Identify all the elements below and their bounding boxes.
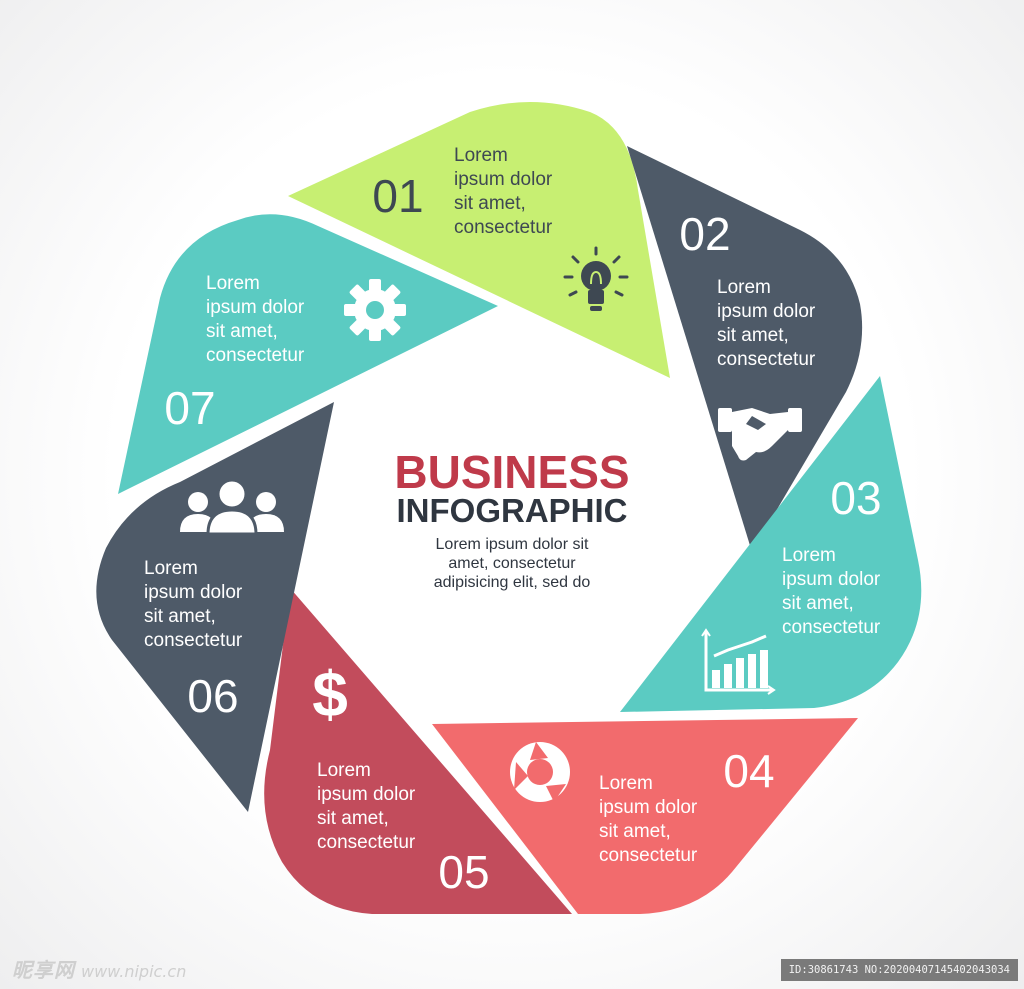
svg-text:Lorem: Lorem [599,773,653,794]
people-icon [180,478,284,536]
svg-text:sit amet,: sit amet, [454,193,526,214]
svg-text:ipsum dolor: ipsum dolor [782,569,881,590]
svg-text:sit amet,: sit amet, [206,321,278,342]
svg-text:consectetur: consectetur [782,617,881,638]
segment-01-text: Lorem ipsum dolor sit amet, consectetur [454,145,553,238]
svg-text:consectetur: consectetur [717,349,816,370]
segment-07-shape [118,214,498,494]
segment-06-number: 06 [187,670,238,722]
svg-text:sit amet,: sit amet, [782,593,854,614]
dollar-icon: $ [312,658,348,730]
svg-text:Lorem: Lorem [206,273,260,294]
segment-04-number: 04 [723,745,774,797]
svg-text:Lorem: Lorem [782,545,836,566]
segment-07-text: Lorem ipsum dolor sit amet, consectetur [206,273,305,366]
segment-03-text: Lorem ipsum dolor sit amet, consectetur [782,545,881,638]
lightbulb-icon [563,246,629,311]
svg-text:sit amet,: sit amet, [144,606,216,627]
segment-02-text: Lorem ipsum dolor sit amet, consectetur [717,277,816,370]
svg-text:ipsum dolor: ipsum dolor [454,169,553,190]
svg-text:ipsum dolor: ipsum dolor [599,797,698,818]
watermark-id-badge: ID:30861743 NO:20200407145402043034 [780,959,1018,981]
bar-chart-icon [701,628,776,695]
segment-05-shape [264,588,572,914]
svg-text:consectetur: consectetur [317,832,416,853]
svg-text:ipsum dolor: ipsum dolor [717,301,816,322]
svg-text:ipsum dolor: ipsum dolor [317,784,416,805]
cycle-arrows-icon [510,742,570,802]
svg-text:Lorem: Lorem [717,277,771,298]
segment-05-text: Lorem ipsum dolor sit amet, consectetur [317,760,416,853]
segment-02-number: 02 [679,208,730,260]
segment-02-shape [627,146,863,552]
segment-01-shape [288,102,670,378]
svg-text:consectetur: consectetur [144,630,243,651]
title-infographic: INFOGRAPHIC [397,492,628,529]
svg-text:Lorem ipsum dolor sit: Lorem ipsum dolor sit [436,536,590,553]
handshake-icon [718,408,802,461]
segment-03-shape [620,376,922,712]
title-description: Lorem ipsum dolor sit amet, consectetur … [434,536,591,591]
svg-text:amet, consectetur: amet, consectetur [448,555,576,572]
svg-text:ipsum dolor: ipsum dolor [144,582,243,603]
svg-text:consectetur: consectetur [599,845,698,866]
svg-text:Lorem: Lorem [454,145,508,166]
title-business: BUSINESS [394,446,629,498]
svg-text:ipsum dolor: ipsum dolor [206,297,305,318]
segment-07-number: 07 [164,382,215,434]
svg-text:sit amet,: sit amet, [599,821,671,842]
svg-text:consectetur: consectetur [454,217,553,238]
segment-03-number: 03 [830,472,881,524]
svg-text:consectetur: consectetur [206,345,305,366]
segment-05-number: 05 [438,846,489,898]
segment-04-text: Lorem ipsum dolor sit amet, consectetur [599,773,698,866]
segment-06-text: Lorem ipsum dolor sit amet, consectetur [144,558,243,651]
svg-text:sit amet,: sit amet, [317,808,389,829]
svg-text:$: $ [312,658,348,730]
svg-text:sit amet,: sit amet, [717,325,789,346]
segment-01-number: 01 [372,170,423,222]
svg-text:Lorem: Lorem [317,760,371,781]
svg-text:adipisicing elit, sed do: adipisicing elit, sed do [434,574,591,591]
svg-text:Lorem: Lorem [144,558,198,579]
gear-icon [344,279,406,341]
